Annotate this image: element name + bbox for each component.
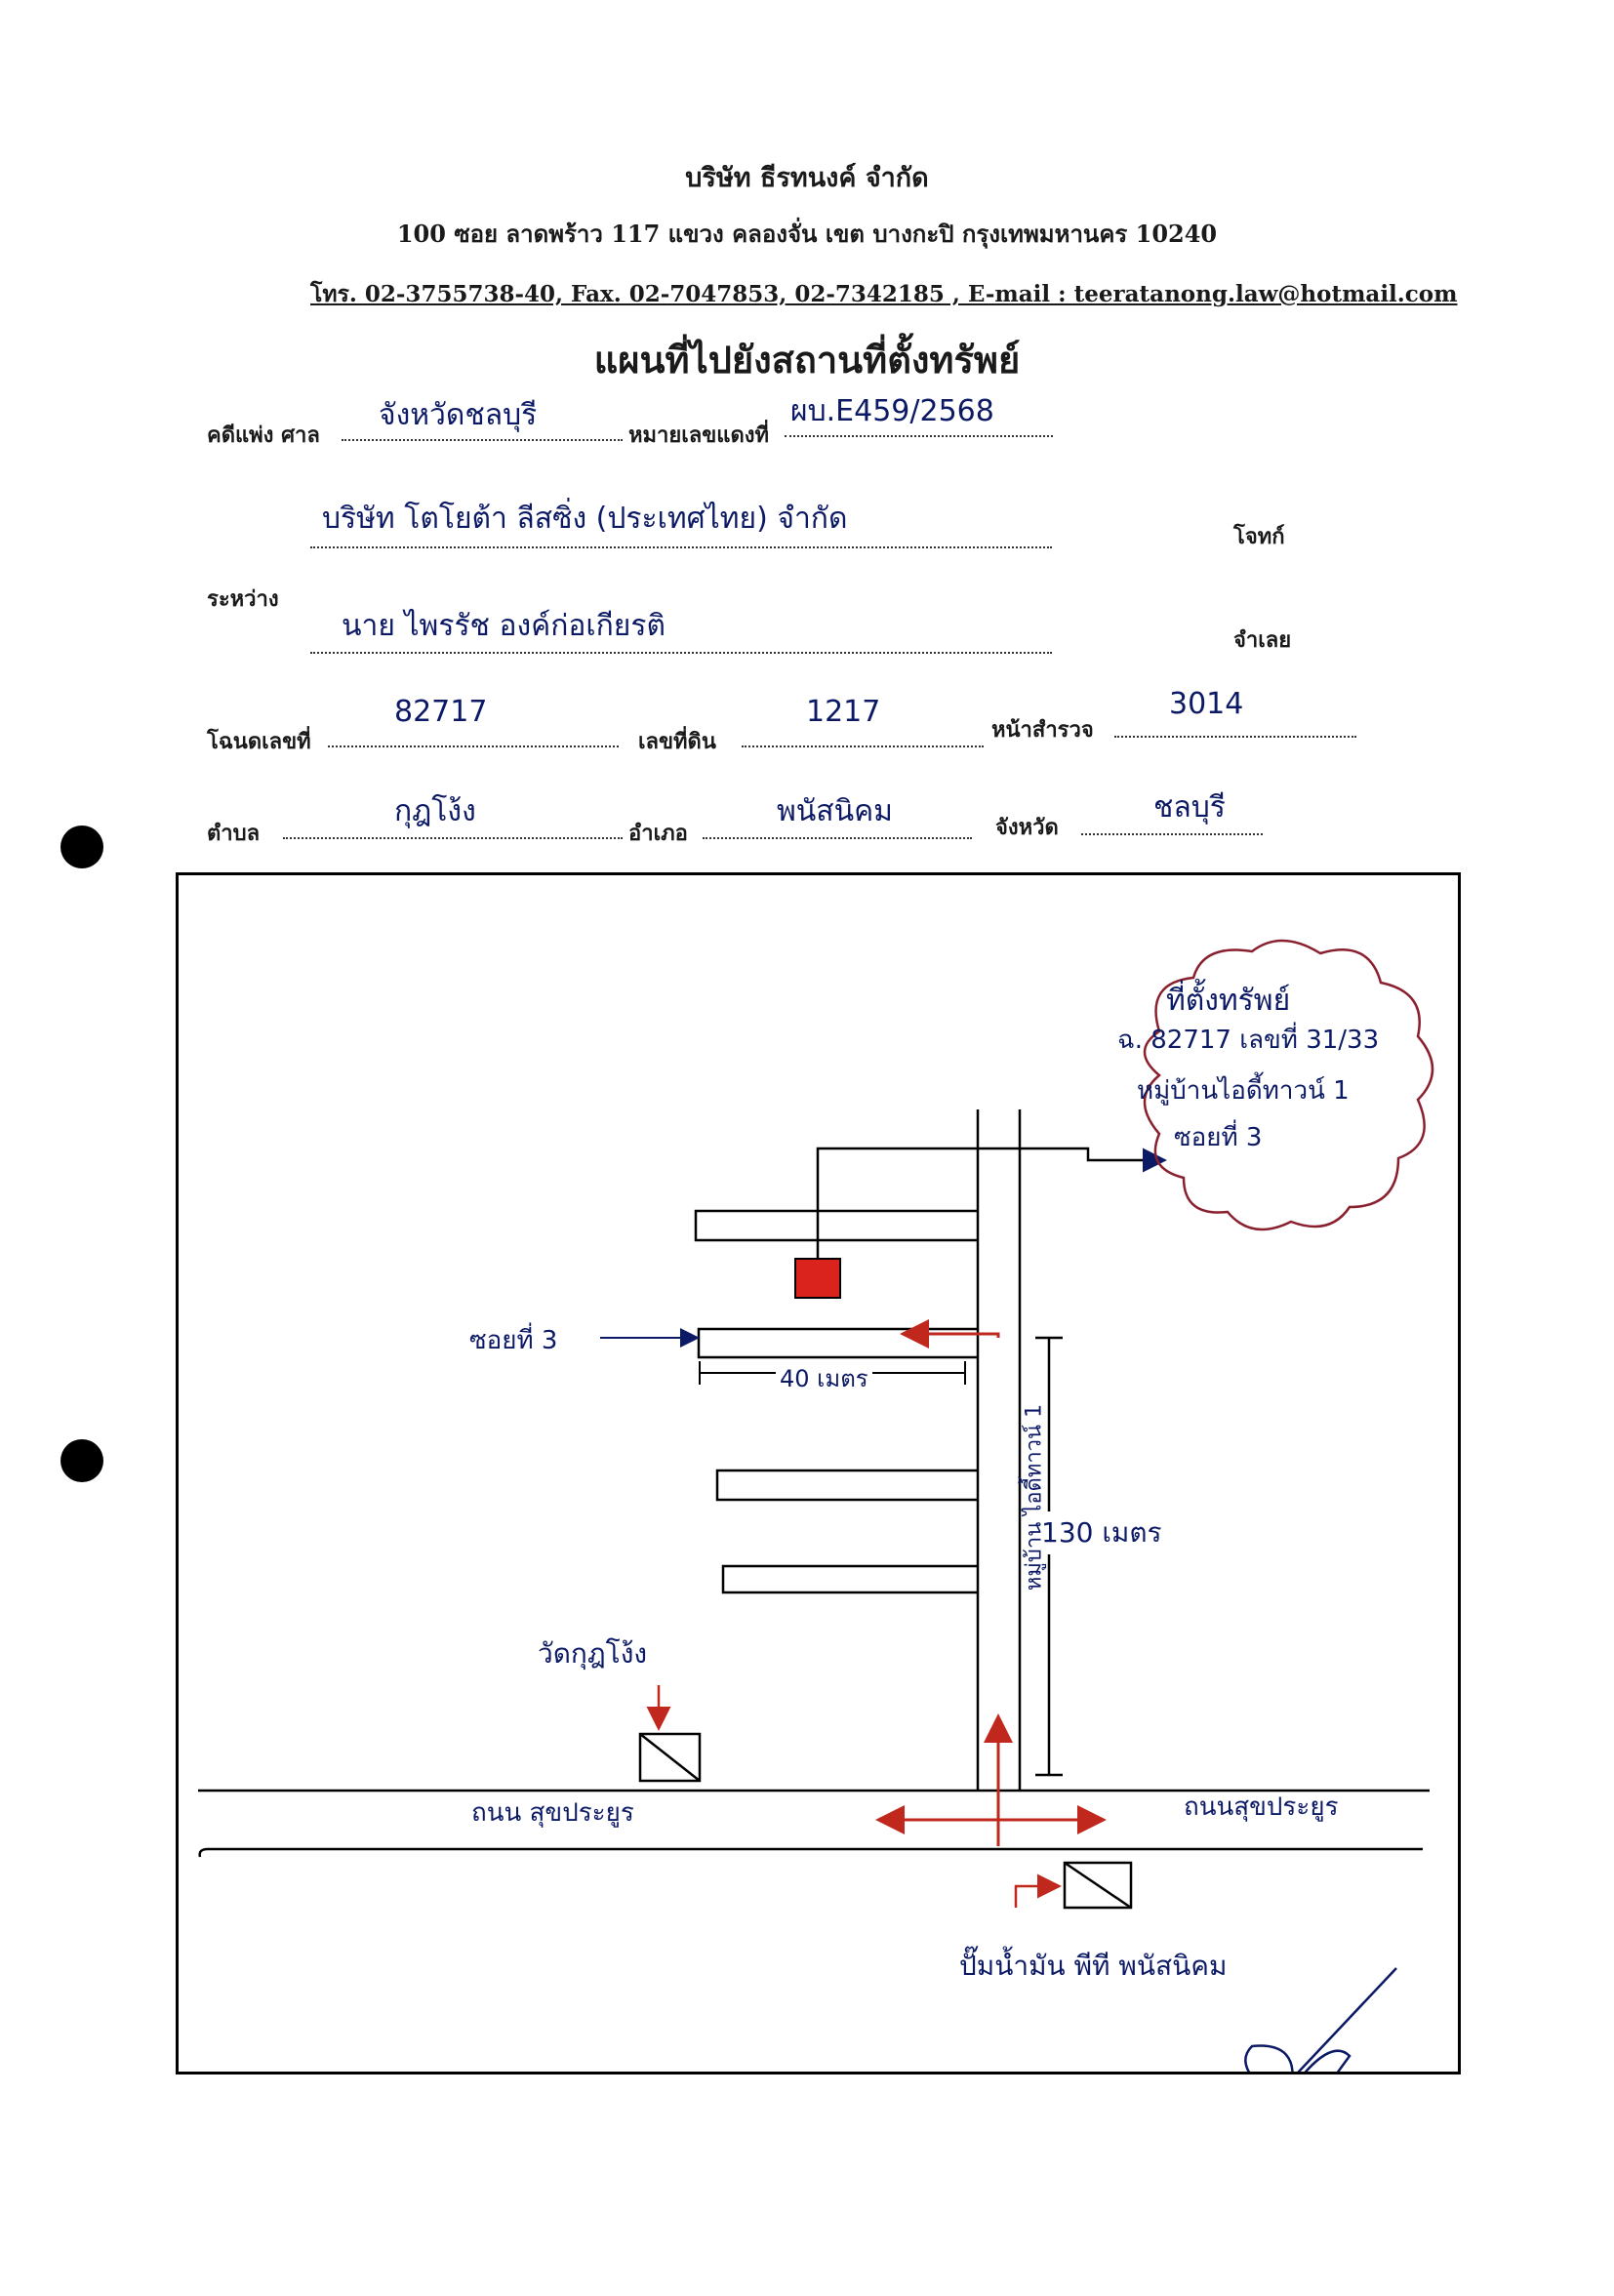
page-title: แผนที่ไปยังสถานที่ตั้งทรัพย์: [593, 338, 1021, 382]
land-number-line: [742, 745, 984, 747]
between-label: ระหว่าง: [207, 586, 279, 612]
deed-label: โฉนดเลขที่: [207, 729, 311, 754]
province-label: จังหวัด: [995, 815, 1059, 840]
gas-station-icon: [1063, 1861, 1133, 1910]
subdistrict-value: กุฎโง้ง: [394, 794, 476, 828]
company-name: บริษัท ธีรทนงค์ จำกัด: [685, 163, 929, 193]
property-cloud: [1143, 939, 1434, 1231]
district-value: พนัสนิคม: [777, 794, 893, 828]
province-line: [1081, 833, 1263, 835]
land-number-label: เลขที่ดิน: [638, 729, 716, 754]
distance-40-label: 40 เมตร: [776, 1359, 872, 1397]
district-line: [703, 837, 972, 839]
property-pointer: [816, 1147, 1167, 1260]
map-drawing: [198, 939, 1434, 2174]
road-label-left: ถนน สุขประยูร: [471, 1798, 634, 1828]
defendant-label: จำเลย: [1233, 627, 1292, 653]
village-road: [976, 1109, 1022, 1791]
road-label-right: ถนนสุขประยูร: [1184, 1792, 1339, 1822]
distance-130-label: 130 เมตร: [1037, 1511, 1166, 1554]
subdistrict-line: [283, 837, 623, 839]
land-number-value: 1217: [806, 695, 881, 729]
court-line: [342, 439, 623, 441]
defendant-value: นาย ไพรรัช องค์ก่อเกียรติ: [342, 609, 666, 643]
survey-line: [1114, 736, 1356, 738]
punch-hole-bottom: [61, 1439, 103, 1482]
route-arrow-soi: [900, 1319, 1000, 1349]
case-label: คดีแพ่ง ศาล: [207, 423, 320, 448]
subdistrict-label: ตำบล: [207, 821, 261, 846]
temple-icon: [638, 1732, 702, 1783]
temple-label: วัดกุฎโง้ง: [538, 1637, 648, 1670]
company-contact: โทร. 02-3755738-40, Fax. 02-7047853, 02-…: [310, 281, 1458, 307]
cloud-line-3: หมู่บ้านไอดี้ทาวน์ 1: [1137, 1076, 1350, 1106]
village-road-label: หมู่บ้าน ไอดี้ทาวน์ 1: [1022, 1403, 1047, 1591]
distance-130-dimension: [1035, 1336, 1063, 1777]
district-label: อำเภอ: [628, 821, 688, 846]
gas-station-label: ปั๊มน้ำมัน พีที พนัสนิคม: [959, 1950, 1228, 1982]
location-map: ที่ตั้งทรัพย์ ฉ. 82717 เลขที่ 31/33 หมู่…: [176, 872, 1461, 2174]
property-marker-icon: [794, 1258, 841, 1299]
soi-label: ซอยที่ 3: [469, 1326, 558, 1355]
survey-value: 3014: [1169, 687, 1244, 721]
company-address: 100 ซอย ลาดพร้าว 117 แขวง คลองจั่น เขต บ…: [396, 220, 1218, 248]
cloud-line-4: ซอยที่ 3: [1174, 1123, 1263, 1152]
plaintiff-value: บริษัท โตโยต้า ลีสซิ่ง (ประเทศไทย) จำกัด: [322, 502, 848, 536]
plaintiff-line: [310, 546, 1052, 548]
province-value: ชลบุรี: [1153, 790, 1226, 825]
deed-line: [328, 745, 619, 747]
signature: [1202, 1967, 1397, 2174]
case-number-label: หมายเลขแดงที่: [628, 423, 769, 448]
cloud-line-2: ฉ. 82717 เลขที่ 31/33: [1117, 1026, 1380, 1055]
gas-station-arrow: [1014, 1873, 1062, 1908]
deed-value: 82717: [394, 695, 488, 729]
punch-hole-top: [61, 826, 103, 868]
defendant-line: [310, 652, 1052, 654]
case-number-line: [785, 435, 1053, 437]
plaintiff-label: โจทก์: [1233, 524, 1285, 549]
case-number-value: ผบ.E459/2568: [790, 394, 994, 428]
main-road: [198, 1789, 1430, 1858]
court-value: จังหวัดชลบุรี: [379, 398, 538, 432]
survey-label: หน้าสำรวจ: [991, 717, 1094, 743]
cloud-line-1: ที่ตั้งทรัพย์: [1166, 984, 1291, 1018]
